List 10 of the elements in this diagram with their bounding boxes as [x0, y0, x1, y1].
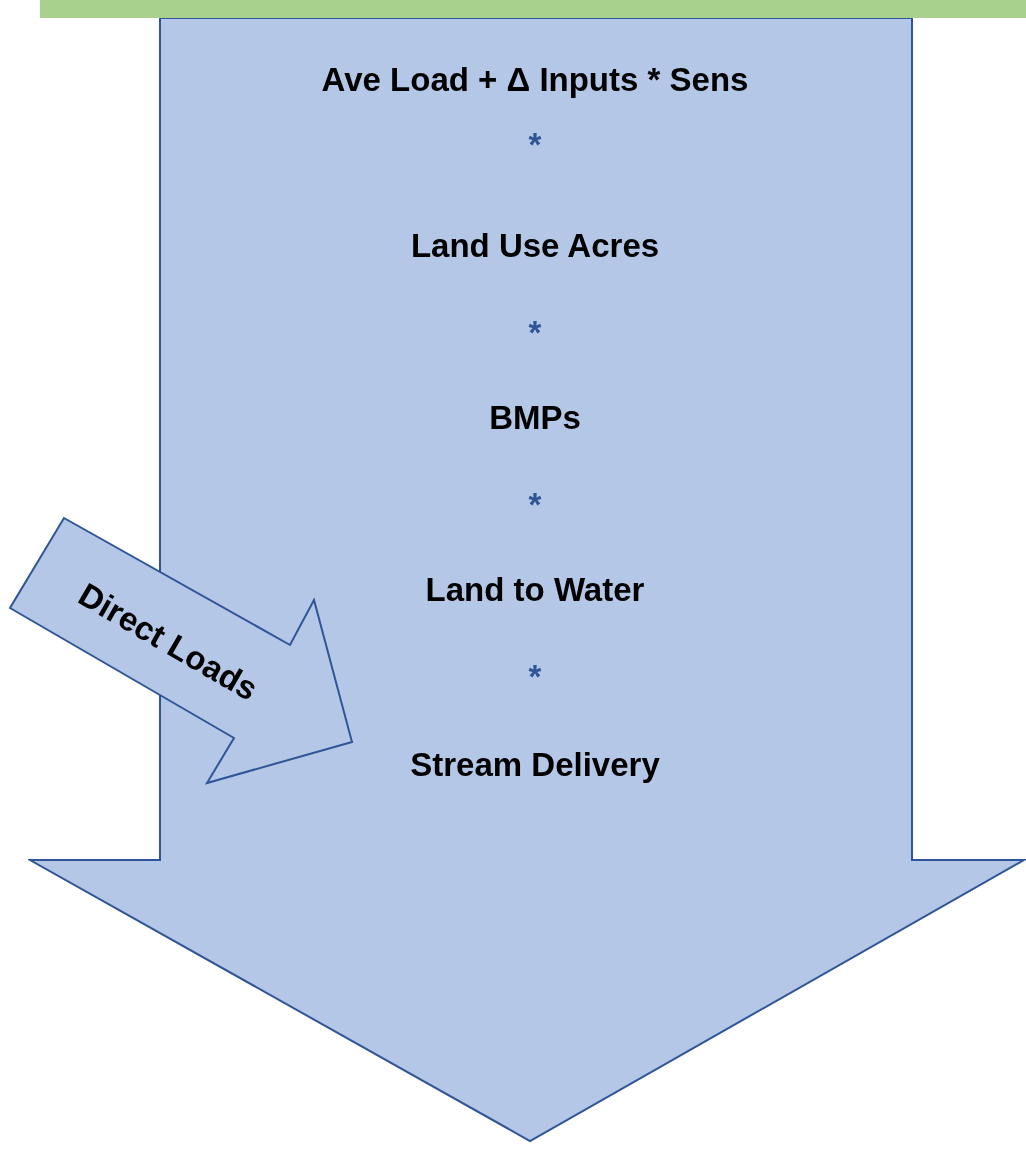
factor-label: Land to Water [425, 571, 645, 609]
factor-label: Stream Delivery [410, 746, 660, 784]
formula-text: Ave Load + Δ Inputs * Sens [321, 61, 749, 99]
header-bar [40, 0, 1026, 18]
multiply-sign: * [528, 314, 542, 352]
multiply-sign: * [528, 658, 542, 696]
factor-label: BMPs [489, 399, 581, 437]
multiply-sign: * [528, 486, 542, 524]
factor-label: Land Use Acres [410, 227, 660, 265]
multiply-sign: * [528, 126, 542, 164]
